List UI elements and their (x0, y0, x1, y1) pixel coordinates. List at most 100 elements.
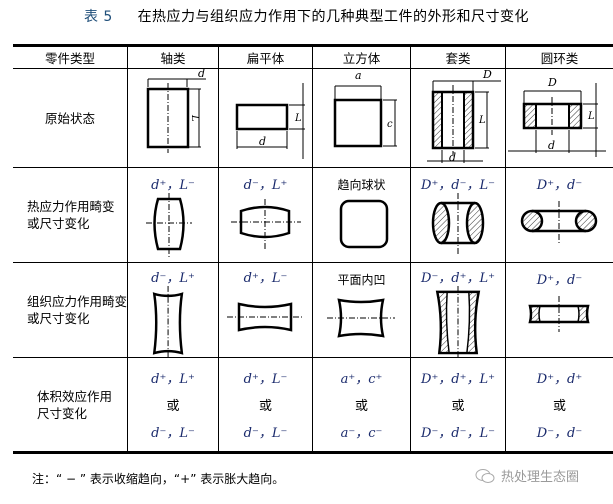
header-sleeve: 套类 (445, 51, 471, 66)
sleeve-concave-drawing (435, 286, 481, 357)
svg-text:L: L (294, 113, 302, 124)
formula: D⁺，d⁻，L⁻ (421, 178, 495, 193)
col-divider-5 (505, 44, 506, 454)
watermark-text: 热处理生态圈 (501, 470, 580, 485)
cell-shaft-volume: d⁺，L⁺ 或 d⁻，L⁻ (128, 358, 218, 451)
row-label-line1: 体积效应作用 (37, 388, 113, 404)
shaft-concave-drawing (152, 286, 184, 357)
formula-shrink: d⁻，L⁻ (151, 426, 195, 441)
cell-sleeve-thermal: D⁺，d⁻，L⁻ (411, 168, 505, 262)
shape-note: 趋向球状 (337, 178, 386, 192)
table-number: 表 5 (83, 9, 113, 25)
svg-text:d: d (259, 135, 266, 148)
formula-expand: D⁺，d⁺ (536, 372, 583, 387)
figure-shaft-original: d L (128, 69, 218, 167)
svg-text:d: d (198, 69, 205, 80)
sleeve-barrel-drawing (431, 193, 485, 255)
header-ring: 圆环类 (540, 51, 579, 66)
header-shaft: 轴类 (160, 51, 186, 66)
or-label: 或 (451, 399, 465, 414)
formula-shrink: d⁻，L⁻ (243, 426, 288, 441)
figure-cube-original: a c (313, 69, 410, 167)
shape-change-table: 零件类型 轴类 扁平体 立方体 套类 圆环类 原始状态 d L L (13, 44, 613, 454)
row-label-line2: 或尺寸变化 (27, 311, 90, 326)
shaft-barrel-drawing (146, 193, 192, 257)
header-cube: 立方体 (342, 51, 381, 66)
svg-text:d: d (449, 151, 456, 164)
row-label-line2: 或尺寸变化 (27, 216, 90, 231)
col-divider-1 (127, 44, 128, 454)
formula: d⁺，L⁻ (151, 178, 195, 193)
wechat-icon (475, 468, 495, 483)
formula: d⁻，L⁺ (243, 178, 288, 193)
or-label: 或 (552, 399, 566, 414)
flat-barrel-drawing (231, 199, 301, 249)
formula-shrink: D⁻，d⁻ (536, 426, 583, 441)
or-label: 或 (354, 399, 368, 414)
cell-cube-structural: 平面内凹 (313, 263, 410, 357)
formula: d⁻，L⁺ (151, 271, 195, 286)
cell-cube-thermal: 趋向球状 (313, 168, 410, 262)
svg-text:D: D (547, 76, 557, 89)
header-rule (13, 68, 613, 69)
figure-ring-original: D L d (506, 69, 613, 167)
formula: D⁺，d⁻ (536, 178, 583, 193)
svg-text:d: d (548, 139, 555, 152)
header-part-type: 零件类型 (44, 51, 95, 66)
formula: d⁺，L⁻ (243, 271, 288, 286)
svg-text:L: L (478, 115, 486, 126)
formula-expand: D⁺，d⁺，L⁺ (421, 372, 495, 387)
figure-sleeve-original: D L d (411, 69, 505, 167)
table-footnote: 注：“ − ” 表示收缩趋向，“+” 表示胀大趋向。 (32, 472, 285, 486)
cell-ring-volume: D⁺，d⁺ 或 D⁻，d⁻ (506, 358, 613, 451)
cube-original-drawing: a c (333, 69, 397, 148)
sleeve-original-drawing: D L d (427, 69, 501, 164)
row-rule-3 (13, 357, 613, 358)
formula-expand: d⁺，L⁻ (243, 372, 288, 387)
cell-shaft-thermal: d⁺，L⁻ (128, 168, 218, 262)
formula-expand: d⁺，L⁺ (151, 372, 195, 387)
flat-concave-drawing (227, 302, 303, 332)
formula-shrink: a⁻，c⁻ (340, 426, 383, 441)
row-label-line1: 组织应力作用畸变 (27, 294, 128, 309)
svg-text:L: L (189, 114, 200, 122)
ring-concave-drawing (528, 296, 590, 332)
cell-flat-thermal: d⁻，L⁺ (219, 168, 312, 262)
table-title: 在热应力与组织应力作用下的几种典型工件的外形和尺寸变化 (137, 9, 530, 25)
row-label-volume-effect: 体积效应作用 尺寸变化 (13, 358, 127, 451)
shape-note: 平面内凹 (337, 273, 386, 287)
ring-original-drawing: D L d (508, 76, 606, 157)
formula-expand: a⁺，c⁺ (340, 372, 383, 387)
figure-flat-original: L d (219, 69, 312, 167)
svg-text:D: D (482, 69, 492, 81)
formula: D⁺，d⁻ (536, 273, 583, 288)
bottom-rule (13, 451, 613, 454)
header-flat: 扁平体 (246, 51, 285, 66)
row-label-line2: 尺寸变化 (37, 405, 88, 421)
cell-cube-volume: a⁺，c⁺ 或 a⁻，c⁻ (313, 358, 410, 451)
ring-rounded-drawing (520, 201, 598, 243)
row-rule-1 (13, 167, 613, 168)
row-label-line1: 热应力作用畸变 (27, 199, 115, 214)
col-divider-2 (218, 44, 219, 454)
cell-shaft-structural: d⁻，L⁺ (128, 263, 218, 357)
cell-sleeve-volume: D⁺，d⁺，L⁺ 或 D⁻，d⁻，L⁻ (411, 358, 505, 451)
svg-text:L: L (587, 111, 595, 122)
col-divider-3 (312, 44, 313, 454)
shaft-original-drawing: d L (146, 69, 206, 153)
formula-shrink: D⁻，d⁻，L⁻ (421, 426, 495, 441)
or-label: 或 (258, 399, 272, 414)
table-caption: 表 5 在热应力与组织应力作用下的几种典型工件的外形和尺寸变化 (0, 6, 613, 26)
cell-sleeve-structural: D⁻，d⁺，L⁺ (411, 263, 505, 357)
cell-flat-structural: d⁺，L⁻ (219, 263, 312, 357)
formula: D⁻，d⁺，L⁺ (421, 271, 495, 286)
top-rule (13, 44, 613, 47)
cell-ring-thermal: D⁺，d⁻ (506, 168, 613, 262)
row-label-structural-stress: 组织应力作用畸变 或尺寸变化 (13, 263, 127, 357)
flat-original-drawing: L d (235, 83, 305, 159)
or-label: 或 (166, 399, 180, 414)
cube-rounded-drawing (339, 199, 389, 249)
cell-flat-volume: d⁺，L⁻ 或 d⁻，L⁻ (219, 358, 312, 451)
watermark: 热处理生态圈 (475, 466, 579, 485)
col-divider-4 (410, 44, 411, 454)
